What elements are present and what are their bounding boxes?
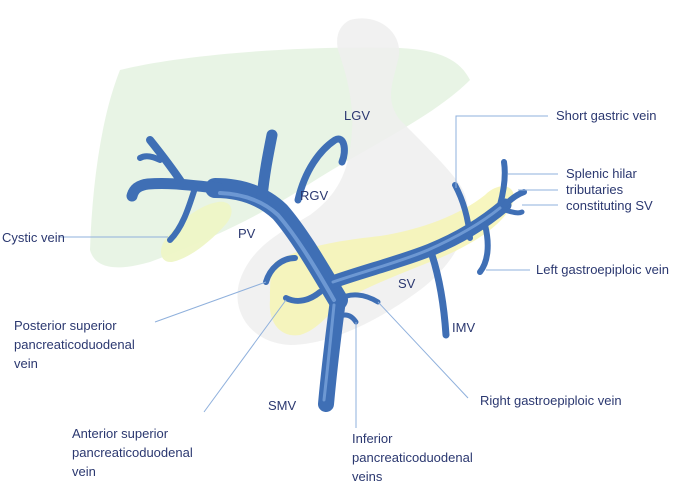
labels: LGV RGV PV SV IMV SMV Short gastric vein… — [2, 108, 669, 483]
lgv-vessel — [294, 135, 348, 204]
label-ipd-3: veins — [352, 469, 383, 483]
label-cystic: Cystic vein — [2, 230, 65, 245]
imv-vessel — [428, 251, 450, 339]
label-pspd-2: pancreaticoduodenal — [14, 337, 135, 352]
label-imv: IMV — [452, 320, 475, 335]
label-aspd-1: Anterior superior — [72, 426, 169, 441]
short-gastric-vessel — [452, 182, 473, 241]
label-left-gastroepiploic: Left gastroepiploic vein — [536, 262, 669, 277]
splenic-hilar-branch-1 — [497, 159, 508, 208]
label-lgv: LGV — [344, 108, 370, 123]
left-gastroepiploic-vessel — [477, 222, 491, 275]
vein-highlights — [218, 191, 502, 402]
splenic-hilar-branch-2 — [502, 189, 527, 208]
left-portal-branch — [256, 129, 278, 204]
label-ipd-1: Inferior — [352, 431, 393, 446]
leader-pspd — [154, 281, 267, 323]
posterior-sup-pd-vein — [263, 255, 298, 285]
label-rgv: RGV — [300, 188, 329, 203]
label-pspd-1: Posterior superior — [14, 318, 117, 333]
leader-short-gastric — [455, 115, 548, 188]
leader-aspd — [203, 299, 287, 413]
label-splenic-hilar-2: tributaries — [566, 182, 624, 197]
label-short-gastric: Short gastric vein — [556, 108, 656, 123]
leader-right-gastroepiploic — [377, 301, 469, 399]
inferior-pd-veins — [333, 312, 359, 325]
leader-lines — [60, 115, 558, 428]
cystic-vein-branch — [167, 185, 198, 243]
label-pspd-3: vein — [14, 356, 38, 371]
right-gastroepiploic-vessel — [335, 292, 381, 305]
label-ipd-2: pancreaticoduodenal — [352, 450, 473, 465]
anterior-sup-pd-vein — [283, 289, 323, 304]
label-sv: SV — [398, 276, 416, 291]
right-upper-branch — [146, 136, 186, 187]
label-aspd-2: pancreaticoduodenal — [72, 445, 193, 460]
label-smv: SMV — [268, 398, 297, 413]
vein-tree — [126, 129, 527, 412]
label-pv: PV — [238, 226, 256, 241]
label-splenic-hilar-3: constituting SV — [566, 198, 653, 213]
splenic-hilar-branch-3 — [502, 207, 525, 216]
right-portal-branch — [126, 177, 224, 202]
label-right-gastroepiploic: Right gastroepiploic vein — [480, 393, 622, 408]
label-splenic-hilar-1: Splenic hilar — [566, 166, 637, 181]
gallbladder-shape — [160, 201, 232, 263]
label-aspd-3: vein — [72, 464, 96, 479]
portal-vein-trunk — [205, 178, 348, 310]
right-upper-branch-2 — [137, 153, 163, 163]
